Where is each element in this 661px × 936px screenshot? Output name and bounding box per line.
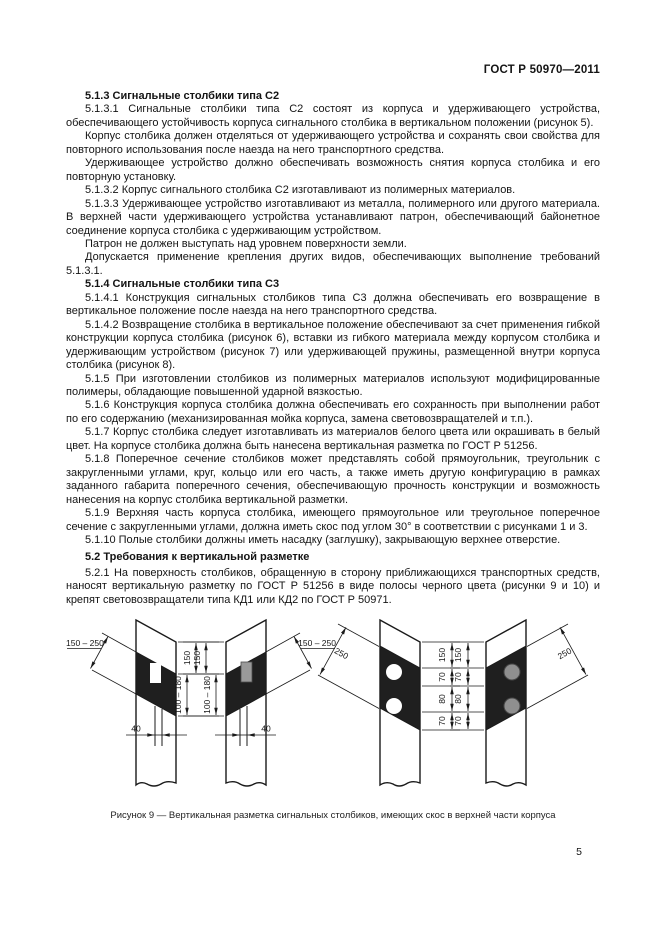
dim-label-150: 150 xyxy=(437,648,447,662)
post-diagram-3: 150 70 80 70 250 xyxy=(317,618,460,787)
paragraph: 5.1.3.3 Удерживающее устройство изготавл… xyxy=(66,197,600,237)
paragraph: 5.2.1 На поверхность столбиков, обращенн… xyxy=(66,566,600,606)
reflector-circle xyxy=(386,664,402,680)
dim-label-70: 70 xyxy=(437,672,447,682)
paragraph: Патрон не должен выступать над уровнем п… xyxy=(85,237,407,250)
section-heading: 5.1.4 Сигнальные столбики типа С3 xyxy=(85,278,280,291)
figure-9-drawing: 150 100 – 180 40 150 – 250 xyxy=(66,618,589,787)
paragraph: 5.1.7 Корпус столбика следует изготавлив… xyxy=(66,426,600,452)
dim-label-150: 150 xyxy=(453,648,463,662)
reflector-window xyxy=(240,661,253,683)
figure-caption: Рисунок 9 — Вертикальная разметка сигнал… xyxy=(110,810,556,821)
post-diagram-2: 150 100 – 180 40 150 – 250 xyxy=(173,618,336,787)
paragraph: Удерживающее устройство должно обеспечив… xyxy=(66,157,600,183)
section-heading: 5.1.3 Сигнальные столбики типа С2 xyxy=(85,90,280,102)
dim-label-150-250: 150 – 250 xyxy=(66,638,104,648)
dim-label-100-180: 100 – 180 xyxy=(173,676,183,714)
figure-9: 150 100 – 180 40 150 – 250 xyxy=(66,610,600,821)
page-number: 5 xyxy=(576,846,582,858)
paragraph: 5.1.3.2 Корпус сигнального столбика С2 и… xyxy=(85,184,516,197)
paragraph: 5.1.3.1 Сигнальные столбики типа С2 сост… xyxy=(66,103,600,129)
reflector-window xyxy=(150,663,161,683)
dim-label-150: 150 xyxy=(192,651,202,665)
dim-label-70: 70 xyxy=(437,716,447,726)
doc-header: ГОСТ Р 50970—2011 xyxy=(66,64,600,76)
dim-label-70: 70 xyxy=(453,716,463,726)
reflector-circle xyxy=(503,697,521,715)
dim-label-40: 40 xyxy=(131,724,141,734)
reflector-circle xyxy=(503,663,521,681)
post-diagram-4: 150 70 80 70 250 xyxy=(450,618,589,787)
dim-label-40: 40 xyxy=(261,724,271,734)
paragraph: 5.1.10 Полые столбики должны иметь насад… xyxy=(85,533,561,546)
section-heading: 5.2 Требования к вертикальной разметке xyxy=(85,551,310,564)
paragraph: 5.1.9 Верхняя часть корпуса столбика, им… xyxy=(66,507,600,533)
paragraph: 5.1.6 Конструкция корпуса столбика должн… xyxy=(66,399,600,425)
dim-label-150: 150 xyxy=(182,651,192,665)
paragraph: Допускается применение крепления других … xyxy=(66,251,600,277)
paragraph: 5.1.8 Поперечное сечение столбиков может… xyxy=(66,453,600,506)
dim-label-70: 70 xyxy=(453,672,463,682)
paragraph: 5.1.5 При изготовлении столбиков из поли… xyxy=(66,372,600,398)
paragraph: 5.1.4.2 Возвращение столбика в вертикаль… xyxy=(66,318,600,372)
dim-label-150-250: 150 – 250 xyxy=(298,638,336,648)
dim-label-80: 80 xyxy=(453,694,463,704)
doc-code: ГОСТ Р 50970—2011 xyxy=(483,64,600,76)
dim-label-100-180: 100 – 180 xyxy=(202,676,212,714)
reflector-circle xyxy=(386,698,402,714)
dim-label-250: 250 xyxy=(556,645,573,661)
dim-label-80: 80 xyxy=(437,694,447,704)
dim-label-250: 250 xyxy=(333,646,350,662)
paragraph: 5.1.4.1 Конструкция сигнальных столбиков… xyxy=(66,291,600,318)
marking-band xyxy=(135,651,177,717)
paragraph: Корпус столбика должен отделяться от уде… xyxy=(66,130,600,156)
